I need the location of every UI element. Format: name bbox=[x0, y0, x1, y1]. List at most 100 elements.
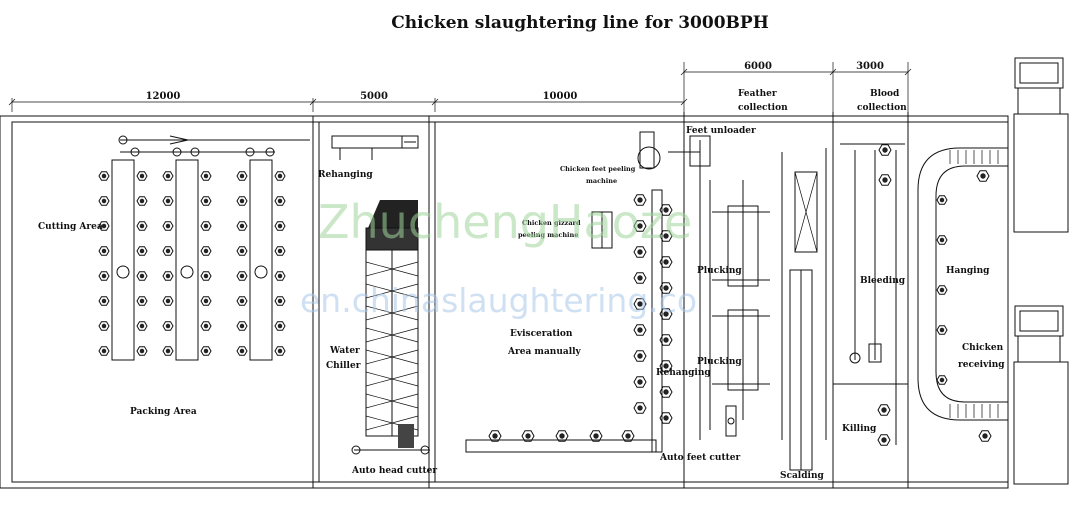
feather-collection-label-1: Feather bbox=[738, 89, 777, 99]
chicken-receiving-label-2: receiving bbox=[958, 360, 1005, 370]
rehang-station-core bbox=[663, 233, 669, 239]
rehang-station-core bbox=[663, 311, 669, 317]
workstation-symbol-core bbox=[277, 173, 283, 179]
workstation-symbol bbox=[274, 346, 286, 356]
workstation-symbol bbox=[136, 246, 148, 256]
workstation-symbol-core bbox=[203, 173, 209, 179]
workstation-symbol-core bbox=[139, 273, 145, 279]
evisceration-station bbox=[555, 430, 569, 442]
workstation-symbol-core bbox=[101, 248, 107, 254]
rehang-station-core bbox=[663, 285, 669, 291]
rehang-station bbox=[659, 204, 673, 216]
workstation-symbol bbox=[200, 296, 212, 306]
watermark-line-2: en.chinaslaughtering.co bbox=[300, 281, 697, 320]
workstation-symbol-core bbox=[277, 223, 283, 229]
workstation-symbol-core bbox=[239, 298, 245, 304]
bleeding-label: Bleeding bbox=[860, 276, 906, 286]
shackle-symbol bbox=[936, 325, 948, 335]
rehang-station bbox=[633, 402, 647, 414]
workstation-symbol-core bbox=[165, 198, 171, 204]
rehang-station bbox=[633, 324, 647, 336]
rehang-station-core bbox=[637, 353, 643, 359]
cutting-area-label: Cutting Area bbox=[38, 222, 103, 232]
receiving-conveyors bbox=[877, 57, 1069, 485]
dim-6000: 6000 bbox=[744, 61, 772, 72]
rehang-station bbox=[659, 386, 673, 398]
killing-station-core bbox=[882, 147, 888, 153]
rehang-station-core bbox=[637, 405, 643, 411]
shackle-symbol bbox=[976, 170, 990, 182]
dim-12000: 12000 bbox=[146, 91, 181, 102]
workstation-symbol bbox=[236, 171, 248, 181]
workstation-symbol bbox=[98, 271, 110, 281]
evisceration-station-core bbox=[525, 433, 531, 439]
rehang-station bbox=[633, 298, 647, 310]
workstation-symbol bbox=[162, 346, 174, 356]
rehang-station bbox=[633, 350, 647, 362]
workstation-symbol bbox=[274, 321, 286, 331]
auto-feet-cutter-label: Auto feet cutter bbox=[659, 453, 740, 463]
shackle-symbol-core bbox=[980, 173, 986, 179]
workstation-symbol-core bbox=[139, 298, 145, 304]
shackle-symbol-core bbox=[939, 237, 945, 243]
workstation-symbol bbox=[236, 196, 248, 206]
workstation-symbol bbox=[98, 196, 110, 206]
hanging-label: Hanging bbox=[946, 266, 990, 276]
workstation-symbol-core bbox=[165, 223, 171, 229]
workstation-symbol bbox=[200, 196, 212, 206]
workstation-symbol bbox=[200, 221, 212, 231]
workstation-symbol bbox=[136, 296, 148, 306]
water-chiller-label-2: Chiller bbox=[326, 361, 361, 371]
scalding-label: Scalding bbox=[780, 471, 824, 481]
workstation-symbol bbox=[162, 296, 174, 306]
workstation-symbol-core bbox=[239, 173, 245, 179]
workstation-symbol bbox=[200, 246, 212, 256]
killing-station-core bbox=[881, 437, 887, 443]
workstation-symbol-core bbox=[165, 248, 171, 254]
rehang-station-core bbox=[637, 379, 643, 385]
diagram-title: Chicken slaughtering line for 3000BPH bbox=[391, 13, 769, 33]
workstation-symbol bbox=[162, 196, 174, 206]
workstation-symbol bbox=[162, 171, 174, 181]
workstation-symbol-core bbox=[165, 173, 171, 179]
rehanging-mid-label: Rehanging bbox=[656, 368, 711, 378]
feet-peeling-label-2: machine bbox=[586, 177, 617, 185]
bleeding-killing bbox=[840, 143, 905, 445]
shackle-symbol-core bbox=[982, 433, 988, 439]
water-chiller bbox=[331, 135, 430, 455]
workstation-symbol-core bbox=[277, 323, 283, 329]
rehang-station bbox=[633, 376, 647, 388]
killing-station-core bbox=[882, 177, 888, 183]
feather-collection-label-2: collection bbox=[738, 103, 788, 113]
rehang-station-core bbox=[637, 275, 643, 281]
rehang-station bbox=[659, 308, 673, 320]
workstation-symbol bbox=[200, 321, 212, 331]
workstation-symbol-core bbox=[139, 323, 145, 329]
evisceration-label-2: Area manually bbox=[507, 347, 582, 357]
workstation-symbol bbox=[236, 296, 248, 306]
rehang-station bbox=[633, 246, 647, 258]
workstation-symbol-core bbox=[203, 223, 209, 229]
rehang-station bbox=[633, 220, 647, 232]
cutting-tables bbox=[98, 135, 310, 361]
rehang-station bbox=[659, 230, 673, 242]
auto-head-cutter-label: Auto head cutter bbox=[351, 466, 437, 476]
workstation-symbol-core bbox=[139, 173, 145, 179]
rehang-station-core bbox=[637, 249, 643, 255]
rehang-station bbox=[633, 272, 647, 284]
killing-station bbox=[878, 144, 892, 156]
workstation-symbol bbox=[98, 221, 110, 231]
killing-station bbox=[878, 174, 892, 186]
workstation-symbol-core bbox=[101, 173, 107, 179]
packing-area-label: Packing Area bbox=[130, 407, 197, 417]
shackle-symbol bbox=[936, 195, 948, 205]
evisceration-station bbox=[589, 430, 603, 442]
workstation-symbol bbox=[98, 246, 110, 256]
evisceration-line bbox=[465, 131, 711, 453]
workstation-symbol bbox=[98, 346, 110, 356]
workstation-symbol-core bbox=[139, 198, 145, 204]
workstation-symbol-core bbox=[239, 273, 245, 279]
workstation-symbol-core bbox=[139, 248, 145, 254]
workstation-symbol-core bbox=[165, 323, 171, 329]
shackle-symbol bbox=[936, 375, 948, 385]
